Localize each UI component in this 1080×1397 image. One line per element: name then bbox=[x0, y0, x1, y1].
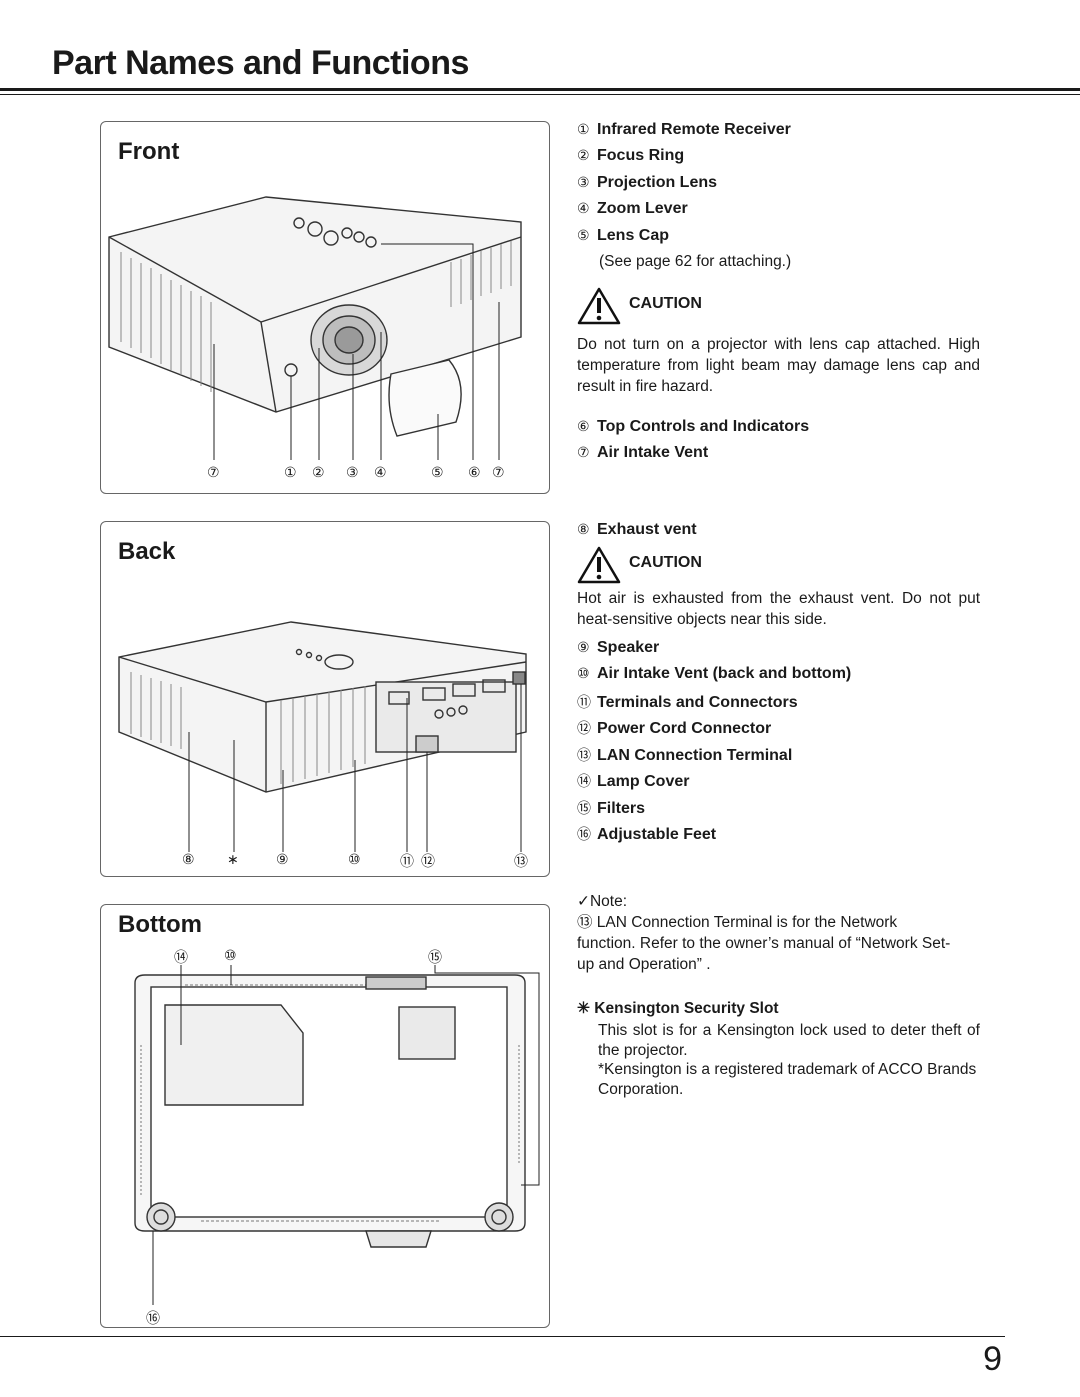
back-heading: Back bbox=[118, 538, 176, 565]
front-heading: Front bbox=[118, 138, 180, 165]
lens-cap-note: (See page 62 for attaching.) bbox=[599, 253, 792, 270]
front-callout: ⑤ bbox=[431, 464, 444, 480]
caution-label: CAUTION bbox=[629, 295, 702, 312]
back-callout: ∗ bbox=[227, 851, 239, 867]
front-callout: ⑥ bbox=[468, 464, 481, 480]
kensington-heading: ✳ Kensington Security Slot bbox=[577, 1000, 779, 1017]
title-rule bbox=[0, 88, 1080, 91]
caution-text-back: Hot air is exhausted from the exhaust ve… bbox=[577, 590, 980, 628]
back-callout: ⑧ bbox=[182, 851, 195, 867]
bottom-callout: ⑮ bbox=[428, 949, 442, 965]
bottom-heading: Bottom bbox=[118, 911, 202, 938]
front-callout: ⑦ bbox=[207, 464, 220, 480]
caution-back: CAUTION bbox=[577, 546, 777, 586]
back-callout: ⑫ bbox=[421, 853, 435, 869]
back-callout: ⑨ bbox=[276, 851, 289, 867]
note-label: ✓Note: bbox=[577, 893, 628, 910]
back-callout: ⑪ bbox=[400, 853, 414, 869]
caution-text-front: Do not turn on a projector with lens cap… bbox=[577, 336, 980, 395]
note-text: ⑬ LAN Connection Terminal is for the Net… bbox=[577, 914, 951, 973]
back-panel: Back ⑧ ∗ ⑨ ⑩ ⑪ ⑫ ⑬ bbox=[100, 521, 550, 877]
bottom-callout: ⑩ bbox=[224, 947, 237, 963]
bottom-callout: ⑯ bbox=[146, 1310, 160, 1326]
warning-icon bbox=[577, 287, 621, 325]
front-callout: ④ bbox=[374, 464, 387, 480]
caution-front: CAUTION bbox=[577, 287, 777, 327]
bottom-panel: Bottom ⑭ ⑩ ⑮ ⑯ bbox=[100, 904, 550, 1328]
front-callout: ③ bbox=[346, 464, 359, 480]
front-callout: ① bbox=[284, 464, 297, 480]
front-panel: Front ⑦ ① ② ③ ④ ⑤ ⑥ ⑦ bbox=[100, 121, 550, 494]
bottom-callout: ⑭ bbox=[174, 949, 188, 965]
front-projector-illustration bbox=[108, 196, 522, 460]
back-callout: ⑬ bbox=[514, 853, 528, 869]
page-number: 9 bbox=[983, 1340, 1002, 1378]
warning-icon bbox=[577, 546, 621, 584]
footer-rule bbox=[0, 1336, 1005, 1337]
page-title: Part Names and Functions bbox=[52, 44, 469, 82]
kensington-trademark: *Kensington is a registered trademark of… bbox=[598, 1061, 977, 1098]
kensington-text: This slot is for a Kensington lock used … bbox=[598, 1022, 980, 1059]
back-projector-illustration bbox=[118, 621, 527, 852]
bottom-projector-illustration bbox=[134, 965, 540, 1305]
caution-label: CAUTION bbox=[629, 554, 702, 571]
front-callout: ⑦ bbox=[492, 464, 505, 480]
back-callout: ⑩ bbox=[348, 851, 361, 867]
front-callout: ② bbox=[312, 464, 325, 480]
title-rule-thin bbox=[0, 94, 1080, 95]
